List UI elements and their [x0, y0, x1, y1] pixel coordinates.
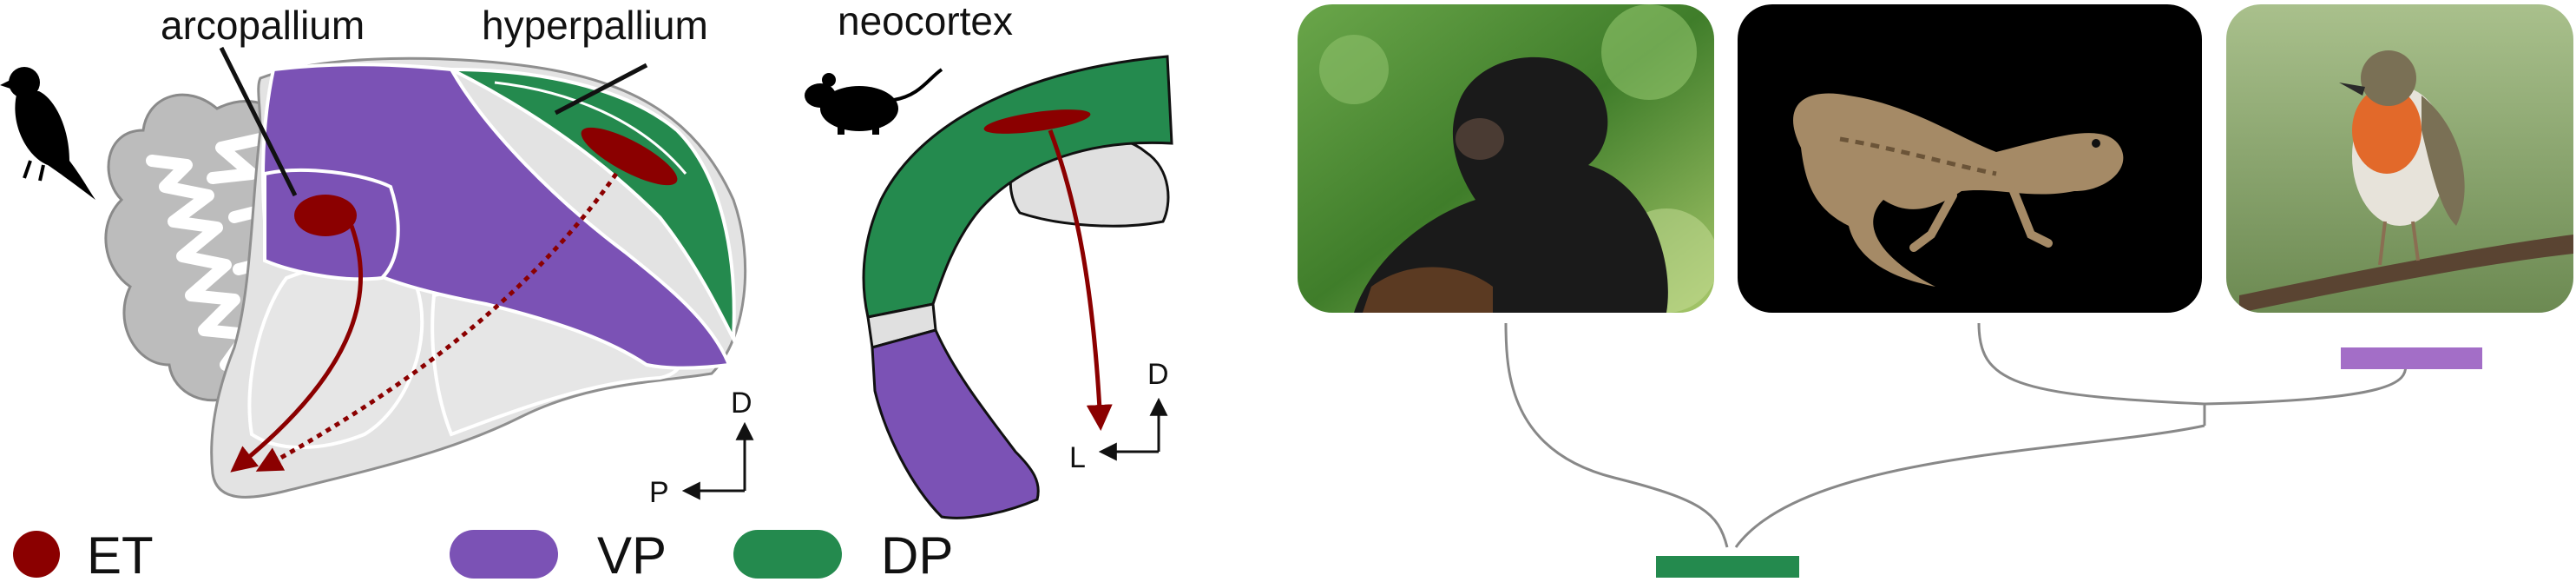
chimpanzee-photo — [1298, 4, 1714, 313]
et-nucleus-arcopallium — [294, 195, 357, 236]
tree-marker-vp-bird — [2341, 347, 2482, 369]
hyperpallium-inner-strip — [494, 81, 687, 175]
axis-p-label: P — [649, 476, 669, 509]
bird-brain-diagram: arcopallium hyperpallium D P — [104, 3, 754, 509]
bird-orientation-axes: D P — [649, 387, 754, 509]
mouse-orientation-axes: D L — [1069, 358, 1169, 474]
legend: ET VP DP — [13, 526, 953, 582]
tree-branch-lizard — [1977, 322, 2206, 426]
robin-photo — [2226, 4, 2573, 313]
legend-dp-label: DP — [881, 526, 953, 582]
hyperpallium-pointer — [554, 63, 648, 116]
et-neocortex — [983, 109, 1091, 134]
tree-marker-dp-root — [1656, 556, 1799, 578]
cerebellum-folia — [146, 133, 279, 371]
lizard-photo — [1738, 4, 2202, 313]
ventral-pallium-mouse — [871, 328, 1040, 519]
axis-l-label-mouse: L — [1069, 441, 1086, 474]
legend-dp-swatch — [733, 530, 842, 579]
hyperpallium-label: hyperpallium — [482, 3, 708, 48]
et-projection-hyperpallium — [255, 172, 619, 472]
arcopallium-pointer — [219, 46, 298, 197]
et-projection-mouse — [1048, 129, 1113, 431]
mouse-silhouette-icon — [805, 68, 943, 135]
et-nucleus-hyperpallium — [581, 127, 678, 186]
phylogenetic-tree — [1504, 322, 2408, 548]
tree-branch-chimp — [1504, 322, 1729, 548]
neocortex-label: neocortex — [838, 0, 1013, 43]
tree-branch-sauropsid — [1734, 424, 2205, 548]
et-projection-arcopallium — [230, 225, 364, 473]
legend-vp-swatch — [450, 530, 558, 579]
bird-silhouette-icon — [0, 67, 96, 200]
axis-d-label-mouse: D — [1147, 358, 1169, 391]
legend-et-label: ET — [87, 526, 154, 582]
arcopallium-label: arcopallium — [161, 3, 365, 48]
legend-et-swatch — [13, 531, 60, 578]
dorsal-pallium-bird — [450, 68, 736, 346]
dorsal-pallium-mouse — [862, 55, 1173, 319]
axis-d-label: D — [731, 387, 752, 420]
tree-branch-bird — [2204, 364, 2408, 406]
legend-vp-label: VP — [597, 526, 667, 582]
mouse-brain-diagram: neocortex D L — [838, 0, 1173, 519]
